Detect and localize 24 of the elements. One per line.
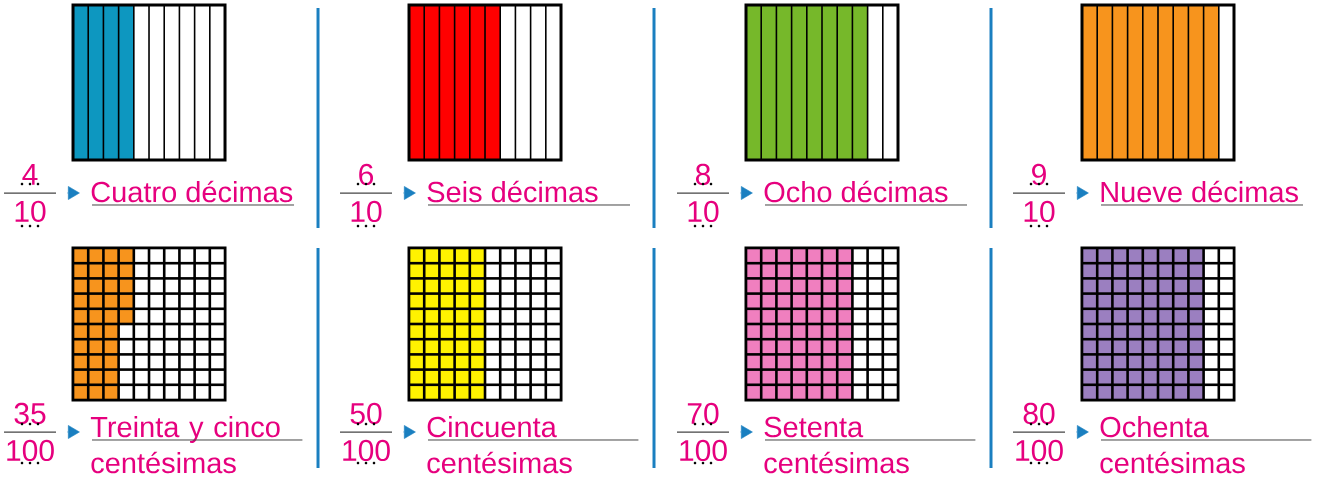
answer-text: Treinta y cinco centésimas [90, 416, 280, 474]
fraction: 35 100 [3, 402, 57, 462]
fraction: 9 10 [1012, 163, 1066, 223]
arrow [739, 186, 753, 200]
arrow [66, 425, 80, 439]
fraction: 4 10 [3, 164, 57, 222]
arrow [402, 186, 416, 200]
fraction: 70 100 [676, 402, 730, 462]
fraction: 80 100 [1012, 402, 1066, 462]
arrow [1075, 186, 1089, 200]
answer-text: Cincuenta centésimas [427, 416, 572, 474]
answer-text: Ochenta centésimas [1100, 416, 1245, 474]
fraction: 50 100 [339, 402, 393, 462]
answer-text: Cuatro décimas [91, 180, 293, 203]
answer-text: Setenta centésimas [764, 416, 909, 474]
answer-text: Ocho décimas [764, 180, 948, 203]
arrow [66, 186, 80, 200]
arrow [739, 425, 753, 439]
fraction: 6 10 [339, 163, 393, 223]
arrow [1075, 425, 1089, 439]
arrow [402, 425, 416, 439]
answer-text: Seis décimas [427, 180, 598, 203]
fraction: 8 10 [676, 163, 730, 223]
answer-text: Nueve décimas [1101, 180, 1298, 203]
